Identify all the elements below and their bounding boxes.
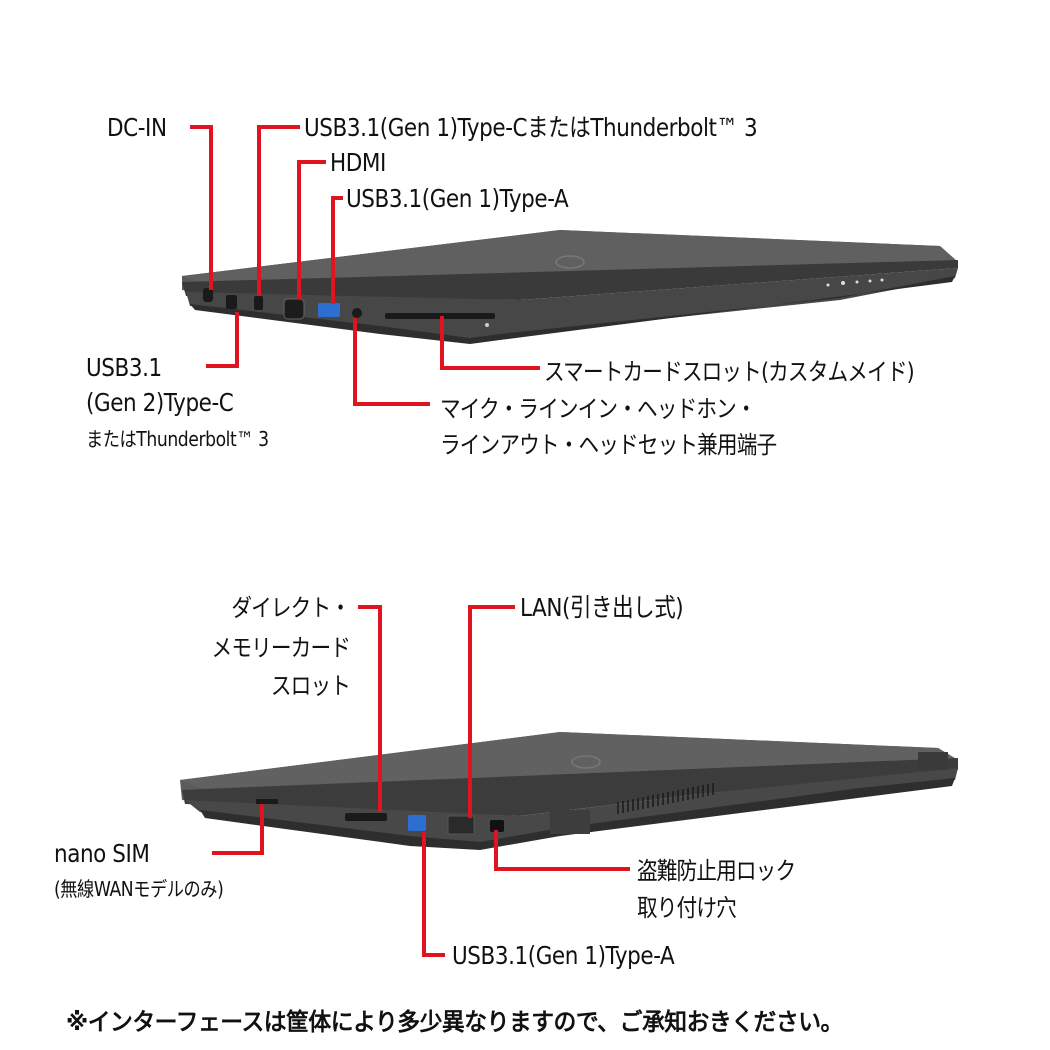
label-usb-c-gen1-thunderbolt: USB3.1(Gen 1)Type-CまたはThunderbolt™ 3	[304, 113, 758, 142]
callout-nano-sim	[212, 804, 264, 855]
laptop-left-side-image	[182, 230, 958, 344]
callout-usb-a-gen1	[331, 196, 343, 304]
label-security-lock-line1: 盗難防止用ロック	[637, 857, 796, 885]
callout-audio-jack	[353, 318, 430, 406]
label-smart-card-slot: スマートカードスロット(カスタムメイド)	[544, 358, 915, 386]
callout-usb-c-gen1	[257, 125, 300, 296]
label-dc-in: DC-IN	[107, 113, 167, 142]
label-nano-sim-line1: nano SIM	[54, 839, 150, 868]
label-nano-sim-line2: (無線WANモデルのみ)	[54, 877, 224, 901]
label-audio-jack-line2: ラインアウト・ヘッドセット兼用端子	[440, 431, 777, 459]
callout-usb-a-gen1-bottom	[422, 832, 445, 957]
callout-lines-top	[190, 125, 540, 406]
callout-lan	[468, 605, 515, 818]
laptop-right-side-image	[180, 732, 958, 850]
label-hdmi: HDMI	[330, 148, 386, 177]
label-security-lock-line2: 取り付け穴	[637, 894, 737, 922]
label-memory-card-line2: メモリーカード	[211, 634, 351, 662]
label-usb-c-gen2-line2: (Gen 2)Type-C	[86, 388, 234, 417]
label-audio-jack-line1: マイク・ラインイン・ヘッドホン・	[440, 395, 757, 423]
footnote: ※インターフェースは筐体により多少異なりますので、ご承知おきください。	[66, 1008, 843, 1036]
callout-smart-card	[440, 316, 540, 370]
label-memory-card-line3: スロット	[270, 672, 351, 700]
callout-lines-bottom	[212, 605, 630, 957]
label-usb-c-gen2-line3: またはThunderbolt™ 3	[86, 427, 269, 451]
callout-hdmi	[297, 160, 326, 299]
callout-usb-c-gen2	[206, 312, 239, 368]
callout-security-lock	[494, 830, 630, 871]
callout-memory-card	[358, 605, 382, 812]
label-lan: LAN(引き出し式)	[520, 593, 684, 622]
label-usb-a-gen1-bottom: USB3.1(Gen 1)Type-A	[452, 941, 675, 970]
label-usb-c-gen2-line1: USB3.1	[86, 353, 162, 382]
label-usb-a-gen1: USB3.1(Gen 1)Type-A	[346, 184, 569, 213]
label-memory-card-line1: ダイレクト・	[231, 594, 351, 622]
callout-dc-in	[190, 125, 213, 290]
